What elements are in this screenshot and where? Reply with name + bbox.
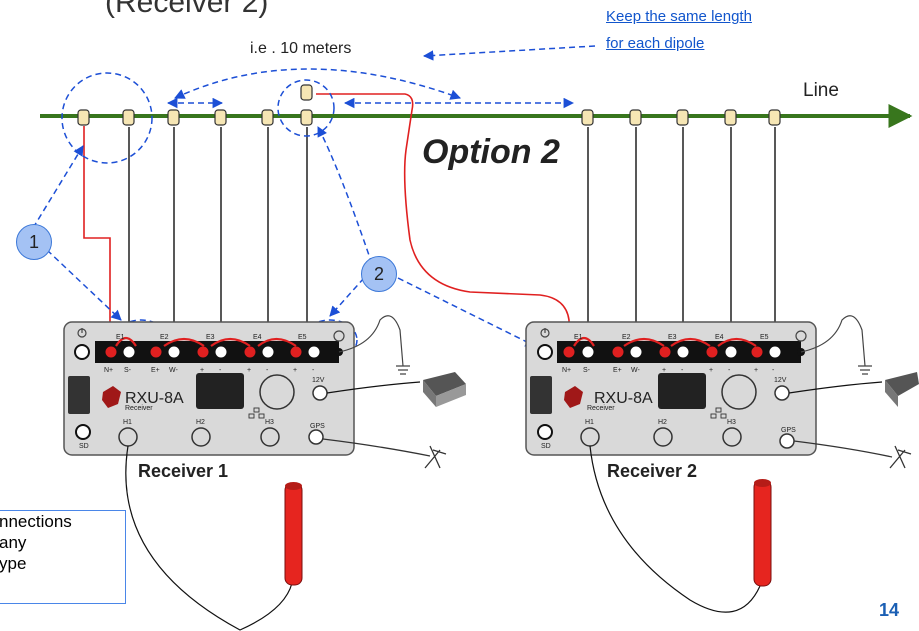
side-note-box: nnections any ype	[0, 510, 126, 604]
r2-pin-7: -	[728, 367, 731, 374]
electrodes	[77, 84, 781, 126]
r2-terminal-e2: E2	[622, 334, 631, 341]
receiver-1-label: Receiver 1	[138, 461, 229, 481]
side-note-line-1: nnections	[0, 512, 72, 531]
side-note-line-2: any	[0, 533, 27, 552]
r1-pin-9: -	[312, 367, 315, 374]
r1-pin-4: +	[200, 367, 204, 374]
r1-sublabel: Receiver	[125, 405, 153, 412]
r1-pin-2: E+	[151, 367, 160, 374]
power-icon	[77, 328, 550, 338]
option-label: Option 2	[422, 133, 560, 171]
electrode-wires-receiver-1	[128, 127, 308, 340]
r2-port-h3: H3	[727, 419, 736, 426]
r2-pin-4: +	[662, 367, 666, 374]
r2-pin-0: N+	[562, 367, 571, 374]
distance-label: i.e . 10 meters	[250, 40, 352, 57]
r2-port-h1: H1	[585, 419, 594, 426]
r2-pin-9: -	[772, 367, 775, 374]
receiver-1-panel	[63, 321, 355, 456]
r1-terminal-e2: E2	[160, 334, 169, 341]
r2-port-12v: 12V	[774, 377, 787, 384]
r2-pin-5: -	[681, 367, 684, 374]
r1-port-h2: H2	[196, 419, 205, 426]
network-icon	[248, 407, 727, 419]
side-note-line-3: ype	[0, 554, 27, 573]
r2-terminal-e3: E3	[668, 334, 677, 341]
page-title: (Receiver 2)	[105, 0, 269, 19]
r2-port-gps: GPS	[781, 427, 796, 434]
red-wire-receiver-2	[316, 93, 570, 342]
r2-pin-3: W-	[631, 367, 640, 374]
r1-pin-5: -	[219, 367, 222, 374]
red-wire-receiver-1	[83, 126, 111, 342]
r2-pin-8: +	[754, 367, 758, 374]
r2-pin-6: +	[709, 367, 713, 374]
r1-terminal-e4: E4	[253, 334, 262, 341]
callout-badge-2: 2	[361, 256, 397, 292]
r2-pin-2: E+	[613, 367, 622, 374]
ground-icon	[333, 315, 872, 375]
r1-terminal-e5: E5	[298, 334, 307, 341]
receiver-2-label: Receiver 2	[607, 461, 698, 481]
r1-terminal-e1: E1	[116, 334, 125, 341]
r2-terminal-e5: E5	[760, 334, 769, 341]
electrode-wires-receiver-2	[587, 127, 776, 340]
r1-pin-0: N+	[104, 367, 113, 374]
r1-pin-7: -	[266, 367, 269, 374]
battery-icon	[326, 372, 919, 407]
r1-pin-8: +	[293, 367, 297, 374]
r1-port-12v: 12V	[312, 377, 325, 384]
r2-port-sd: SD	[541, 443, 551, 450]
callout-badge-1: 1	[16, 224, 52, 260]
r1-port-h1: H1	[123, 419, 132, 426]
r1-port-sd: SD	[79, 443, 89, 450]
r1-terminal-e3: E3	[206, 334, 215, 341]
line-label: Line	[803, 80, 839, 101]
page-number: 14	[879, 600, 900, 620]
receiver-2-panel	[525, 321, 817, 456]
r2-terminal-e1: E1	[574, 334, 583, 341]
r1-pin-3: W-	[169, 367, 178, 374]
r1-pin-6: +	[247, 367, 251, 374]
length-note-link-line-1[interactable]: Keep the same length	[606, 8, 752, 25]
r2-pin-1: S-	[583, 367, 591, 374]
receiver-2-model: RXU-8A	[594, 390, 653, 407]
r2-terminal-e4: E4	[715, 334, 724, 341]
length-note-link-line-2[interactable]: for each dipole	[606, 35, 705, 52]
gps-antenna-icon	[322, 438, 912, 469]
r1-port-h3: H3	[265, 419, 274, 426]
r1-pin-1: S-	[124, 367, 132, 374]
receiver-1-model: RXU-8A	[125, 390, 184, 407]
r2-port-h2: H2	[658, 419, 667, 426]
bird-logo-icon	[102, 386, 583, 408]
magnetometer-coil-icon	[125, 445, 772, 631]
r1-port-gps: GPS	[310, 423, 325, 430]
r2-sublabel: Receiver	[587, 405, 615, 412]
